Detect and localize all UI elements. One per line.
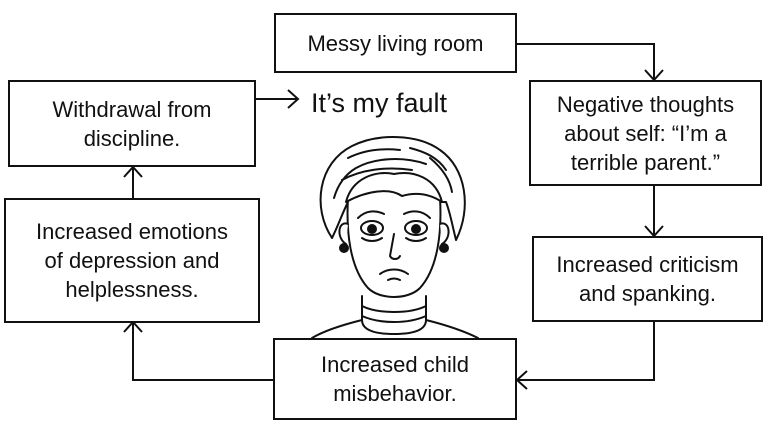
box-label-line: terrible parent.” [570, 149, 721, 175]
box-messy-living-room: Messy living room [274, 13, 517, 73]
worried-woman-face-icon [311, 136, 479, 338]
arrow-room-to-thoughts [517, 43, 655, 80]
thought-text: It’s my fault [311, 88, 448, 118]
box-label-line: about self: “I’m a [564, 120, 727, 146]
box-increased-emotions: Increased emotions of depression and hel… [4, 198, 260, 323]
arrowhead [123, 165, 143, 178]
box-label-line: Increased emotions [36, 219, 228, 244]
box-increased-criticism: Increased criticism and spanking. [532, 236, 763, 322]
box-label-line: and spanking. [579, 281, 716, 306]
arrow-criticism-to-misbehavior [517, 321, 655, 381]
box-label: Messy living room [307, 30, 484, 56]
box-withdrawal: Withdrawal from discipline. [8, 80, 256, 167]
box-child-misbehavior: Increased child misbehavior. [273, 338, 517, 420]
arrowhead [515, 370, 528, 390]
arrow-misbehavior-to-emotions [132, 322, 273, 381]
box-label-line: helplessness. [65, 277, 199, 302]
box-label-line: of depression and [44, 248, 220, 273]
box-label-line: Withdrawal from [52, 96, 212, 122]
arrowhead [287, 89, 300, 109]
box-label-line: misbehavior. [333, 381, 457, 406]
box-label-line: discipline. [83, 125, 181, 151]
box-label-line: Increased criticism [556, 252, 739, 277]
box-label-line: Negative thoughts [556, 91, 735, 117]
box-label-line: Increased child [321, 352, 469, 377]
box-negative-thoughts: Negative thoughts about self: “I’m a ter… [529, 80, 762, 186]
